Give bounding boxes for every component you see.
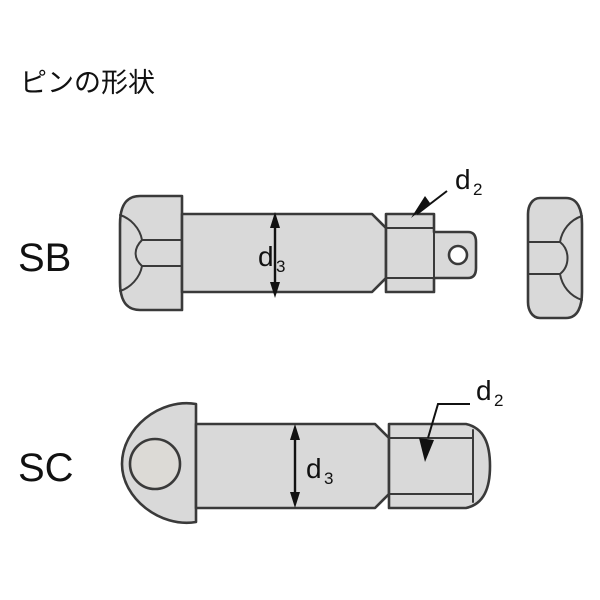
sc-dimension-d3-subscript: 3 [324, 469, 333, 488]
row-sb: SB d 3 [18, 164, 584, 320]
sb-shaft [180, 212, 388, 294]
sb-nut-facet-arc-middle [559, 241, 569, 275]
sb-reduced-end [384, 212, 478, 294]
sb-dimension-d2-base: d [455, 164, 471, 195]
sc-reduced-end [387, 422, 492, 510]
sc-head-hole [128, 437, 182, 491]
sb-dimension-d3: d 3 [258, 212, 285, 298]
sb-hex-head [118, 194, 184, 312]
sc-dimension-d3-base: d [306, 453, 322, 484]
row-sc: SC d 3 [18, 375, 503, 525]
sb-dimension-d2: d 2 [411, 164, 482, 218]
page-title: ピンの形状 [20, 68, 155, 99]
type-label-sb: SB [18, 236, 71, 280]
sb-cotter-pin-hole [447, 244, 469, 266]
sb-dimension-d2-subscript: 2 [473, 180, 482, 199]
type-label-sc: SC [18, 446, 74, 490]
sb-head-facet-arc-middle [134, 239, 143, 267]
sc-dimension-d2-base: d [476, 375, 492, 406]
sb-dimension-d3-subscript: 3 [276, 257, 285, 276]
sb-dimension-d3-base: d [258, 241, 274, 272]
sc-dimension-d3: d 3 [290, 424, 333, 508]
sc-dimension-d2-subscript: 2 [494, 391, 503, 410]
sb-hex-nut [526, 196, 584, 320]
sc-dimension-d2: d 2 [419, 375, 503, 462]
